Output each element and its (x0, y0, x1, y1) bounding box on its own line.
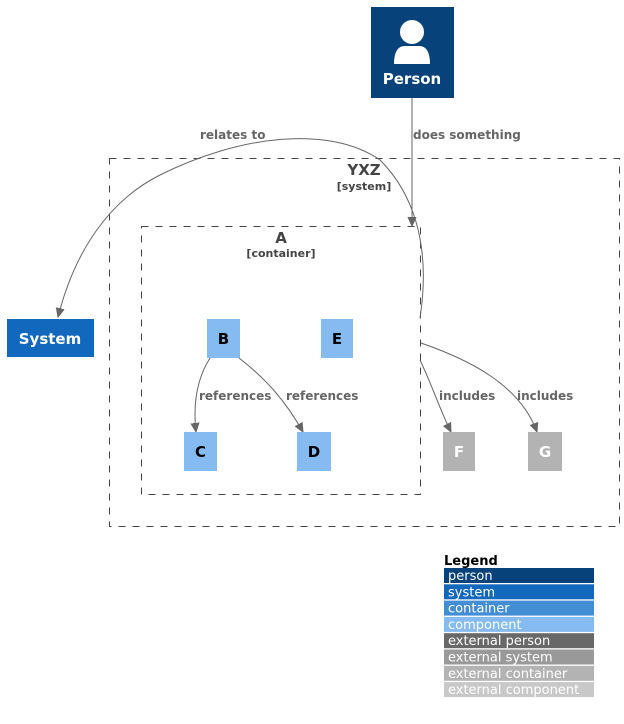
edge-label-includes-f: includes (439, 389, 495, 403)
legend-label: external system (448, 651, 553, 666)
edge-label-does-something: does something (413, 128, 521, 142)
legend-label: external person (448, 634, 550, 649)
component-g-label: G (539, 443, 551, 461)
legend-item-system: system (444, 584, 594, 600)
edge-a-f[interactable] (419, 359, 451, 432)
component-f-label: F (454, 443, 464, 461)
relation-person-to-a[interactable]: does something (412, 98, 521, 226)
boundary-a-border (141, 226, 421, 495)
component-c[interactable]: C (184, 432, 217, 471)
system-boundary-yxz: YXZ [system] (109, 158, 620, 527)
legend-label: external component (448, 683, 579, 698)
component-b-box[interactable] (207, 319, 240, 358)
legend-swatch (444, 633, 594, 649)
component-f-box[interactable] (443, 432, 475, 471)
legend-title: Legend (444, 554, 498, 569)
relation-b-to-d[interactable]: references (238, 357, 358, 432)
edge-b-d[interactable] (238, 357, 303, 432)
edge-label-references-c: references (199, 389, 271, 403)
legend-label: system (448, 585, 495, 600)
legend-label: person (448, 569, 493, 584)
person-label: Person (383, 70, 441, 88)
legend: Legend personsystemcontainercomponentext… (444, 554, 594, 698)
edge-b-c[interactable] (195, 357, 211, 432)
component-e-label: E (332, 330, 342, 348)
relation-a-to-g[interactable]: includes (420, 342, 573, 432)
component-b[interactable]: B (207, 319, 240, 358)
legend-item-external-person: external person (444, 633, 594, 649)
legend-swatch (444, 649, 594, 665)
legend-label: container (448, 602, 510, 617)
relation-b-to-c[interactable]: references (195, 357, 271, 432)
boundary-a-type: [container] (246, 247, 315, 260)
component-d-label: D (308, 443, 320, 461)
component-c-label: C (195, 443, 206, 461)
relation-person-to-system[interactable]: relates to (58, 128, 424, 318)
relation-a-to-f[interactable]: includes (419, 359, 495, 432)
legend-item-container: container (444, 600, 594, 617)
boundary-yxz-border (109, 158, 620, 527)
legend-swatch (444, 616, 594, 632)
legend-swatch (444, 665, 594, 681)
person-icon (394, 20, 430, 64)
legend-item-external-container: external container (444, 665, 594, 682)
edge-a-g[interactable] (420, 342, 537, 432)
person-node[interactable]: Person (371, 7, 454, 98)
component-g-box[interactable] (528, 432, 562, 471)
legend-item-component: component (444, 616, 594, 633)
boundary-a-title: A (275, 229, 287, 247)
component-e-box[interactable] (321, 319, 353, 358)
system-box[interactable] (7, 319, 94, 357)
edge-label-includes-g: includes (517, 389, 573, 403)
component-b-label: B (218, 330, 229, 348)
legend-swatch (444, 682, 594, 698)
system-label: System (19, 330, 81, 348)
legend-swatch (444, 568, 594, 583)
component-g-external[interactable]: G (528, 432, 562, 471)
legend-item-external-system: external system (444, 649, 594, 666)
boundary-yxz-type: [system] (337, 180, 392, 193)
system-node[interactable]: System (7, 319, 94, 357)
legend-label: external container (448, 667, 568, 682)
edge-label-relates-to: relates to (200, 128, 265, 142)
boundary-yxz-title: YXZ (346, 161, 380, 179)
legend-label: component (448, 618, 522, 633)
component-d-box[interactable] (297, 432, 331, 471)
edge-person-system[interactable] (58, 138, 424, 318)
component-d[interactable]: D (297, 432, 331, 471)
component-c-box[interactable] (184, 432, 217, 471)
component-f-external[interactable]: F (443, 432, 475, 471)
legend-swatch (444, 600, 594, 616)
legend-item-external-component: external component (444, 682, 594, 698)
legend-swatch (444, 584, 594, 600)
container-boundary-a: A [container] (141, 226, 421, 495)
edge-label-references-d: references (286, 389, 358, 403)
legend-item-person: person (444, 568, 594, 584)
component-e[interactable]: E (321, 319, 353, 358)
